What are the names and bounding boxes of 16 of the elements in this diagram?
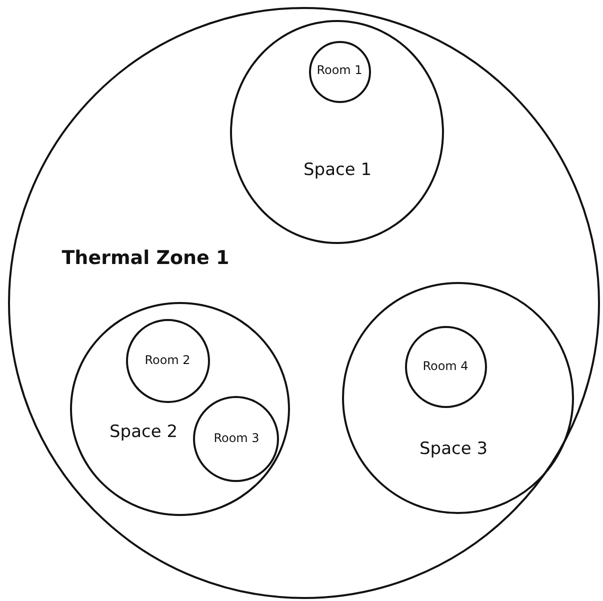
- space-label: Space 2: [109, 422, 178, 442]
- zone-circle: [8, 7, 600, 599]
- space-circle: [70, 302, 290, 516]
- space-circle: [230, 20, 444, 244]
- room-label: Room 4: [422, 358, 468, 372]
- room-label: Room 3: [214, 430, 260, 444]
- room-circle: [405, 326, 487, 408]
- space-label: Space 1: [303, 160, 372, 180]
- room-circle: [309, 41, 371, 103]
- room-label: Room 1: [316, 62, 362, 76]
- zone-label: Thermal Zone 1: [62, 246, 230, 268]
- room-circle: [193, 396, 279, 482]
- space-circle: [342, 282, 574, 514]
- room-circle: [126, 319, 210, 403]
- room-label: Room 2: [144, 352, 190, 366]
- space-label: Space 3: [419, 438, 488, 458]
